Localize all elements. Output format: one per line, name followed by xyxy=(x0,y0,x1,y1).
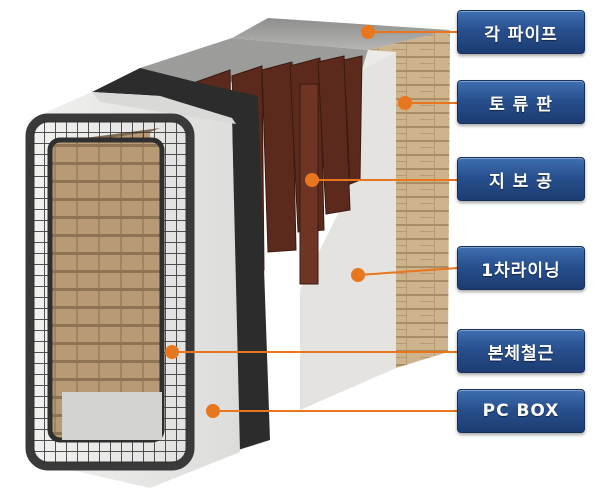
label-main-rebar: 본체철근 xyxy=(457,329,585,373)
label-pc-box: PC BOX xyxy=(457,389,585,433)
leader-lines xyxy=(165,25,459,418)
label-support: 지 보 공 xyxy=(457,157,585,201)
square-pipe-top xyxy=(140,38,368,92)
rebar-cage xyxy=(25,113,195,471)
label-earth-retaining-plate: 토 류 판 xyxy=(457,80,585,124)
label-square-pipe: 각 파이프 xyxy=(457,10,585,54)
label-primary-lining: 1차라이닝 xyxy=(457,246,585,290)
